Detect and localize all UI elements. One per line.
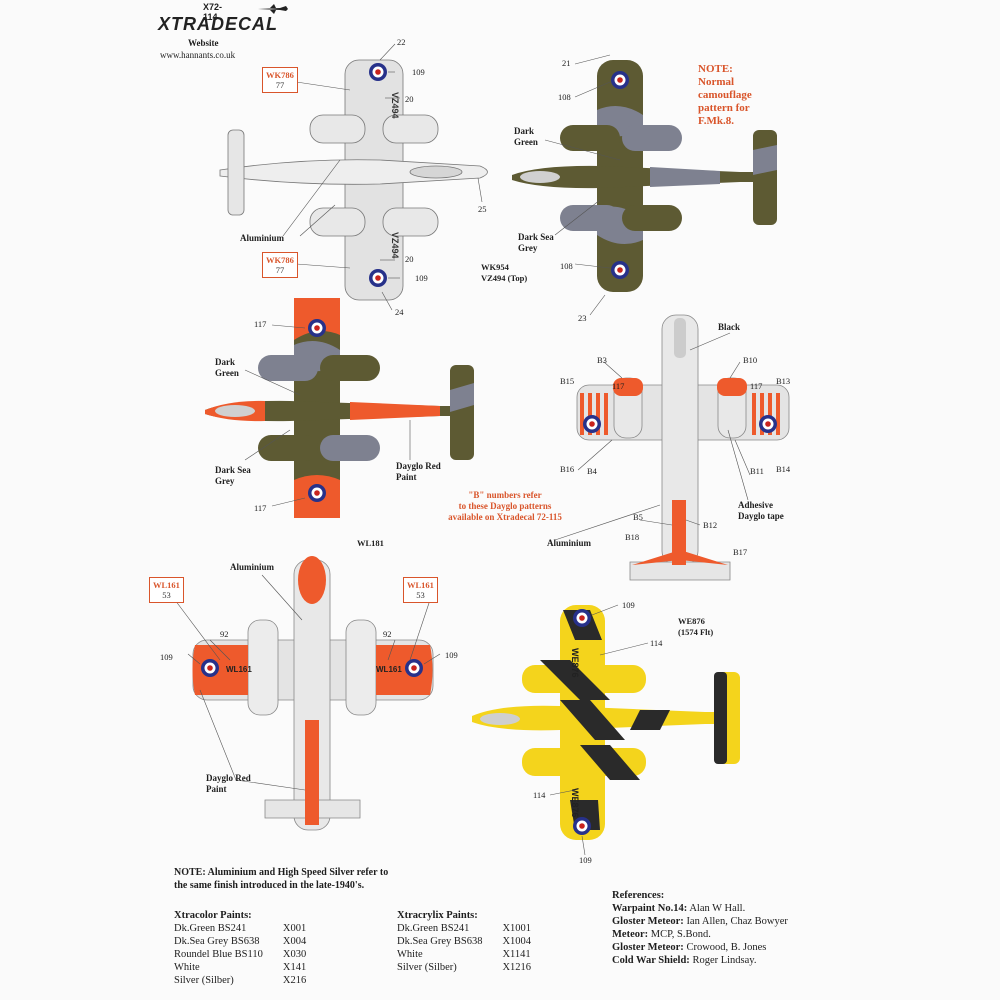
num-b17: B17 [733, 547, 748, 557]
reference-item: Gloster Meteor: Ian Allen, Chaz Bowyer [612, 916, 788, 927]
footer-note: NOTE: Aluminium and High Speed Silver re… [174, 867, 389, 891]
table-row: Silver (Silber)X216 [174, 975, 307, 986]
serial-box-right: WL161 53 [403, 577, 438, 603]
num-108: 108 [560, 261, 573, 271]
num-109: 109 [412, 67, 425, 77]
label-dark-green: Dark Green [215, 357, 239, 378]
num-117: 117 [254, 503, 267, 513]
num-b5: B5 [633, 512, 643, 522]
num-b16: B16 [560, 464, 575, 474]
serial-box-left: WL161 53 [149, 577, 184, 603]
code: 77 [275, 80, 285, 90]
num-109: 109 [445, 650, 458, 660]
reference-item: Warpaint No.14: Alan W Hall. [612, 903, 746, 914]
num-114: 114 [533, 790, 546, 800]
label-dayglo-paint: Dayglo Red Paint [396, 461, 441, 482]
serial-box-top: WK786 77 [262, 67, 298, 93]
sheet-code: X72-114 [203, 2, 223, 22]
num-25: 25 [478, 204, 487, 214]
label-dark-green: Dark Green [514, 126, 538, 147]
label-black: Black [718, 322, 741, 332]
num-24: 24 [395, 307, 404, 317]
code: 53 [416, 590, 425, 600]
serial-box-bottom: WK786 77 [262, 252, 298, 278]
serial: WK786 [266, 70, 294, 80]
website-label: Website [188, 38, 219, 48]
num-21: 21 [562, 58, 571, 68]
serial: WL161 [407, 580, 434, 590]
serial-wl181: WL181 [357, 538, 384, 548]
xtracolor-title: Xtracolor Paints: [174, 910, 252, 921]
num-117: 117 [750, 381, 763, 391]
logo-wordmark: XTRADECAL [158, 14, 278, 34]
num-92: 92 [220, 629, 229, 639]
reference-item: Cold War Shield: Roger Lindsay. [612, 955, 757, 966]
references: References: Warpaint No.14: Alan W Hall.… [612, 889, 788, 967]
num-117: 117 [254, 319, 267, 329]
serial: WK786 [266, 255, 294, 265]
num-22: 22 [397, 37, 406, 47]
reference-item: Meteor: MCP, S.Bond. [612, 929, 711, 940]
label-aluminium: Aluminium [230, 562, 275, 572]
num-b3: B3 [597, 355, 607, 365]
num-b14: B14 [776, 464, 791, 474]
num-b13: B13 [776, 376, 791, 386]
num-23: 23 [578, 313, 587, 323]
jet-silhouette-icon [258, 4, 288, 14]
num-b15: B15 [560, 376, 575, 386]
xtracrylix-title: Xtracrylix Paints: [397, 910, 478, 921]
label-adhesive-tape: Adhesive Dayglo tape [738, 500, 784, 521]
code: 77 [275, 265, 285, 275]
table-row: Silver (Silber)X1216 [397, 962, 532, 973]
num-117: 117 [612, 381, 625, 391]
references-title: References: [612, 890, 665, 901]
num-92: 92 [383, 629, 392, 639]
num-114: 114 [650, 638, 663, 648]
camouflage-note: NOTE: Normal camouflage pattern for F.Mk… [698, 63, 752, 127]
reference-item: Gloster Meteor: Crowood, B. Jones [612, 942, 767, 953]
num-108: 108 [558, 92, 571, 102]
serial: WL161 [153, 580, 180, 590]
num-109: 109 [415, 273, 428, 283]
num-109: 109 [160, 652, 173, 662]
num-b18: B18 [625, 532, 640, 542]
label-dayglo-paint: Dayglo Red Paint [206, 773, 251, 794]
num-20: 20 [405, 254, 414, 264]
website-url: www.hannants.co.uk [160, 50, 236, 60]
num-109: 109 [579, 855, 592, 865]
num-20: 20 [405, 94, 414, 104]
num-b4: B4 [587, 466, 597, 476]
b-numbers-note: "B" numbers refer to these Dayglo patter… [448, 490, 562, 522]
label-aluminium: Aluminium [547, 538, 592, 548]
label-dark-sea-grey: Dark Sea Grey [215, 465, 251, 486]
num-b10: B10 [743, 355, 758, 365]
label-dark-sea-grey: Dark Sea Grey [518, 232, 554, 253]
code: 53 [162, 590, 171, 600]
label-aluminium: Aluminium [240, 233, 285, 243]
num-b12: B12 [703, 520, 718, 530]
serial-we876: WE876 (1574 Flt) [678, 616, 714, 637]
num-109: 109 [622, 600, 635, 610]
serials-aircraft-2: WK954 VZ494 (Top) [481, 262, 528, 283]
num-b11: B11 [750, 466, 764, 476]
